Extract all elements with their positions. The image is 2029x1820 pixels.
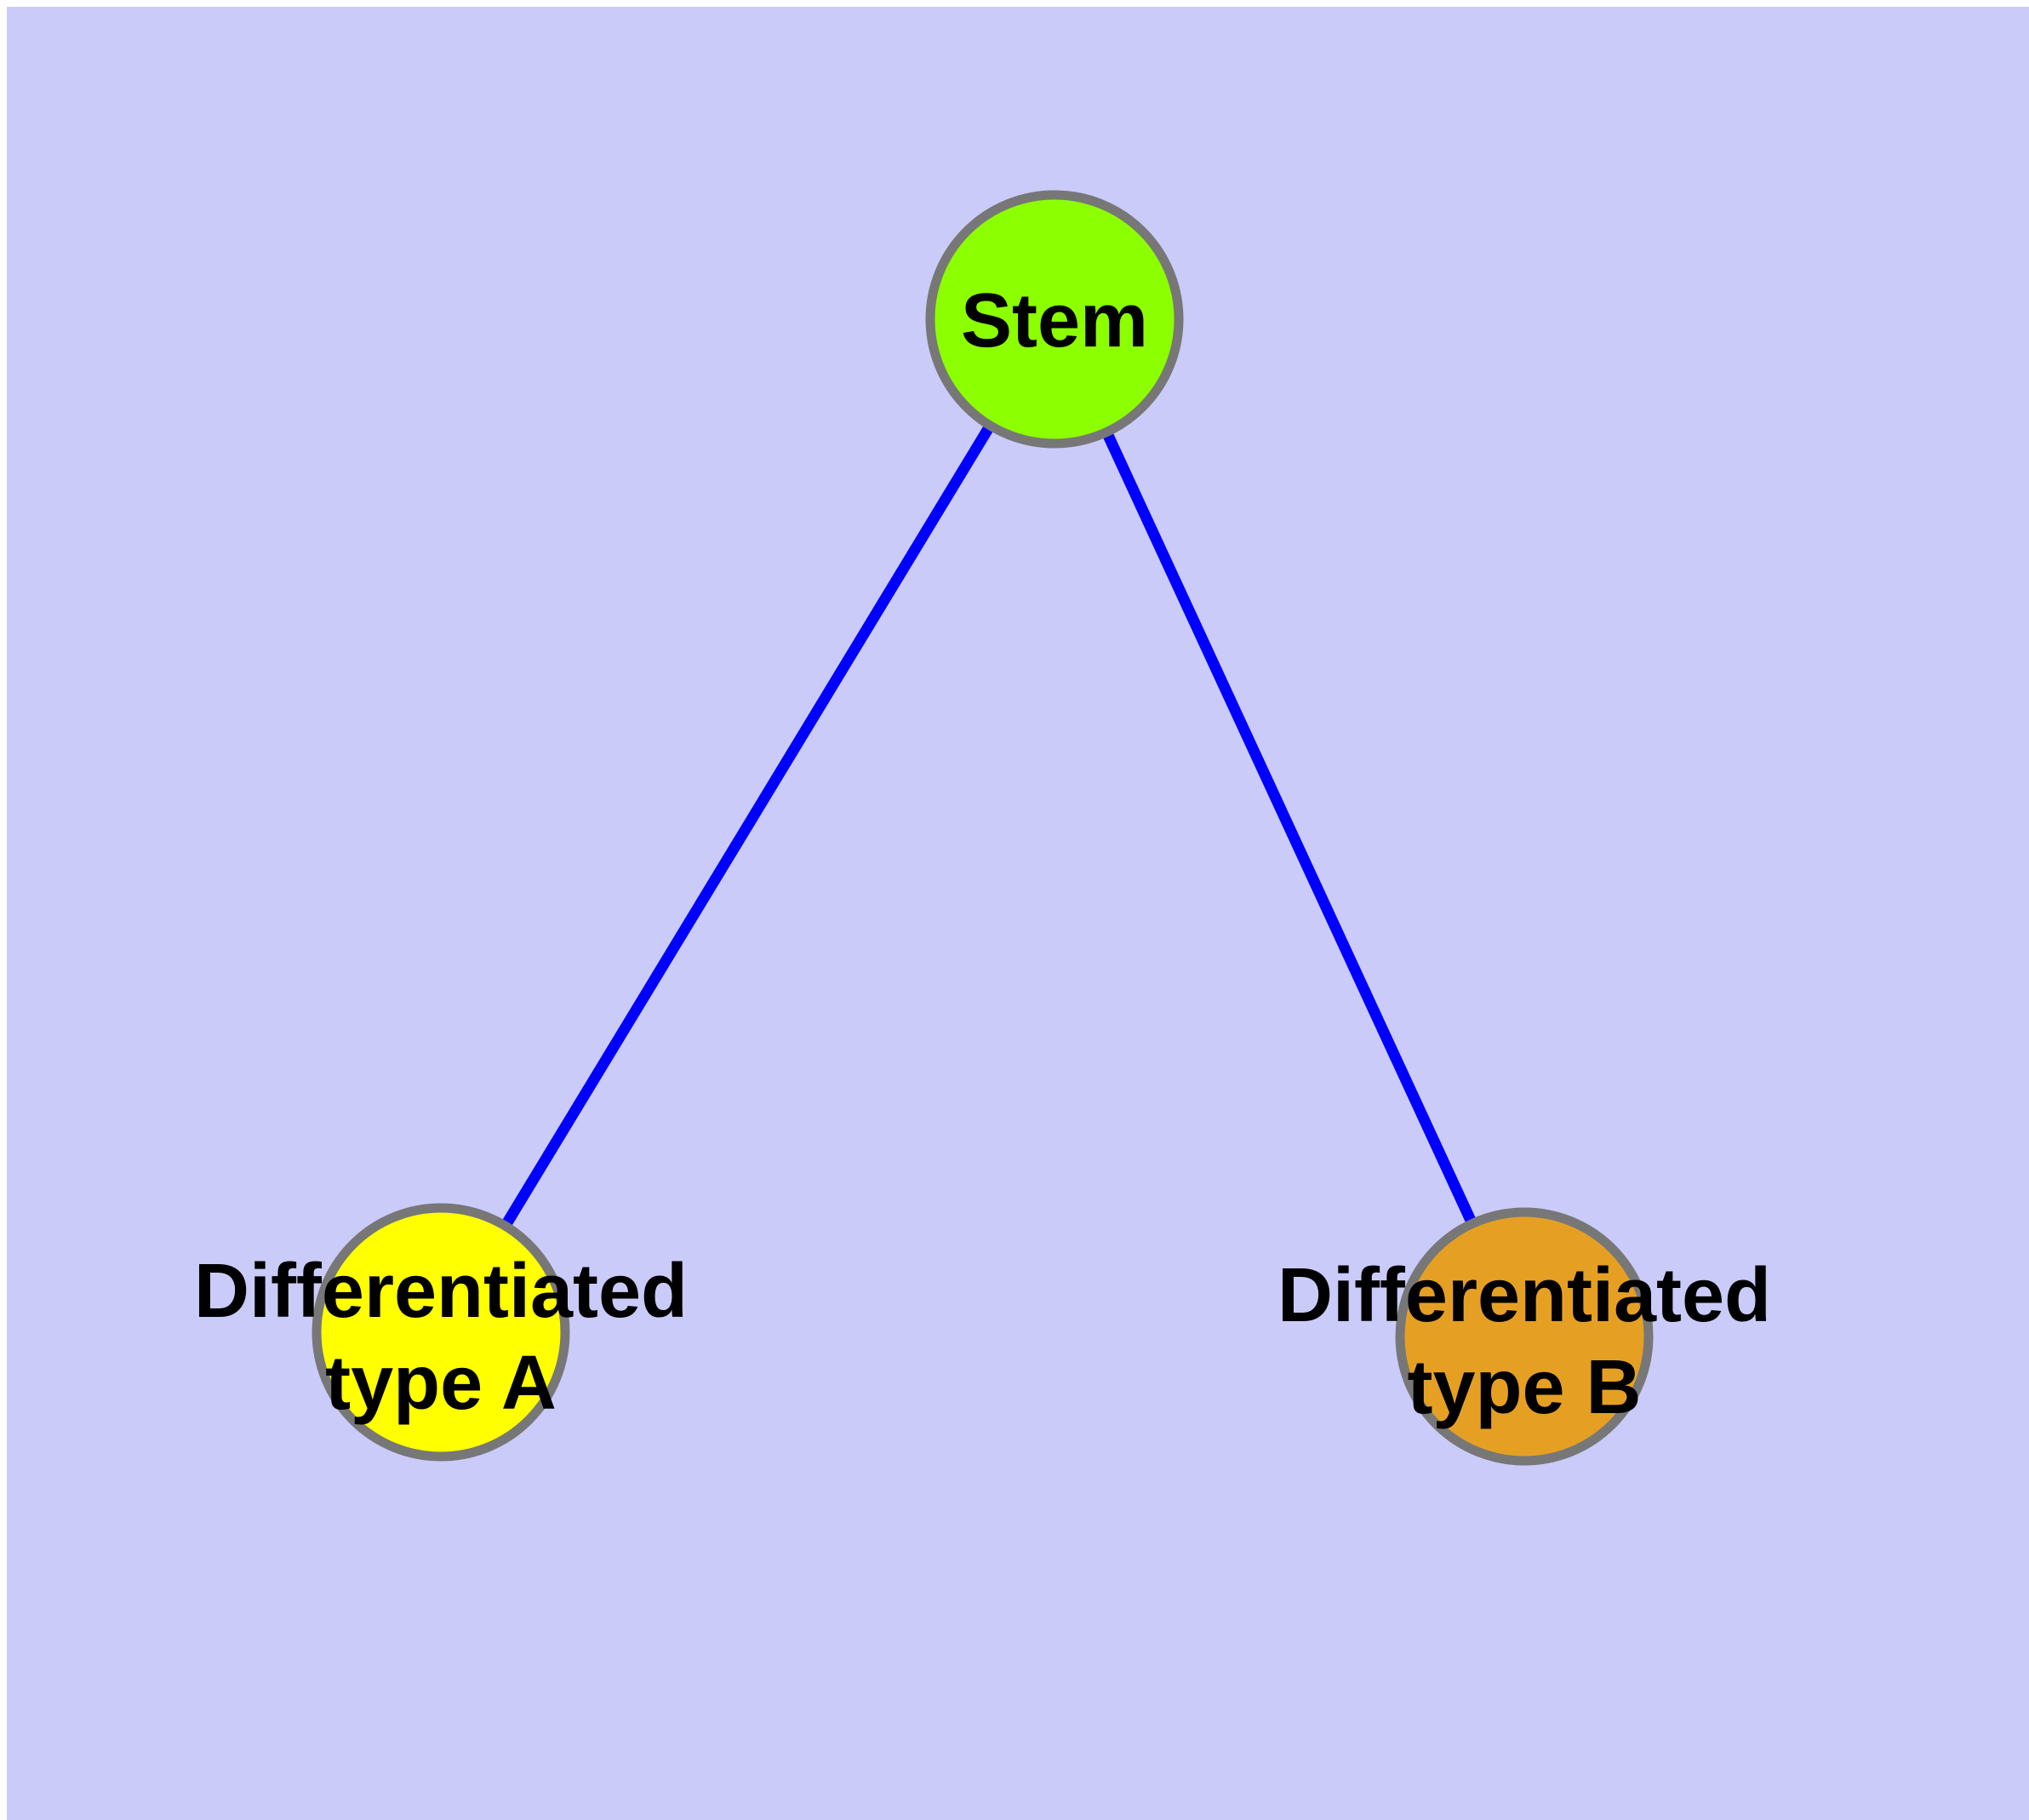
type-a-node-circle [311,1203,570,1462]
type-b-node-label-line2: type B [1407,1345,1641,1430]
type-b-node-circle [1395,1207,1654,1466]
type-b-node-label-line1: Differentiated [1277,1253,1771,1338]
stem-node-label: Stem [961,278,1148,363]
type-a-node-label-line1: Differentiated [194,1249,688,1334]
edge-stem-to-type-a [436,316,1060,1336]
stem-node-circle [925,190,1184,449]
edge-stem-to-type-b [1049,317,1529,1339]
type-a-node-label-line2: type A [325,1341,557,1426]
